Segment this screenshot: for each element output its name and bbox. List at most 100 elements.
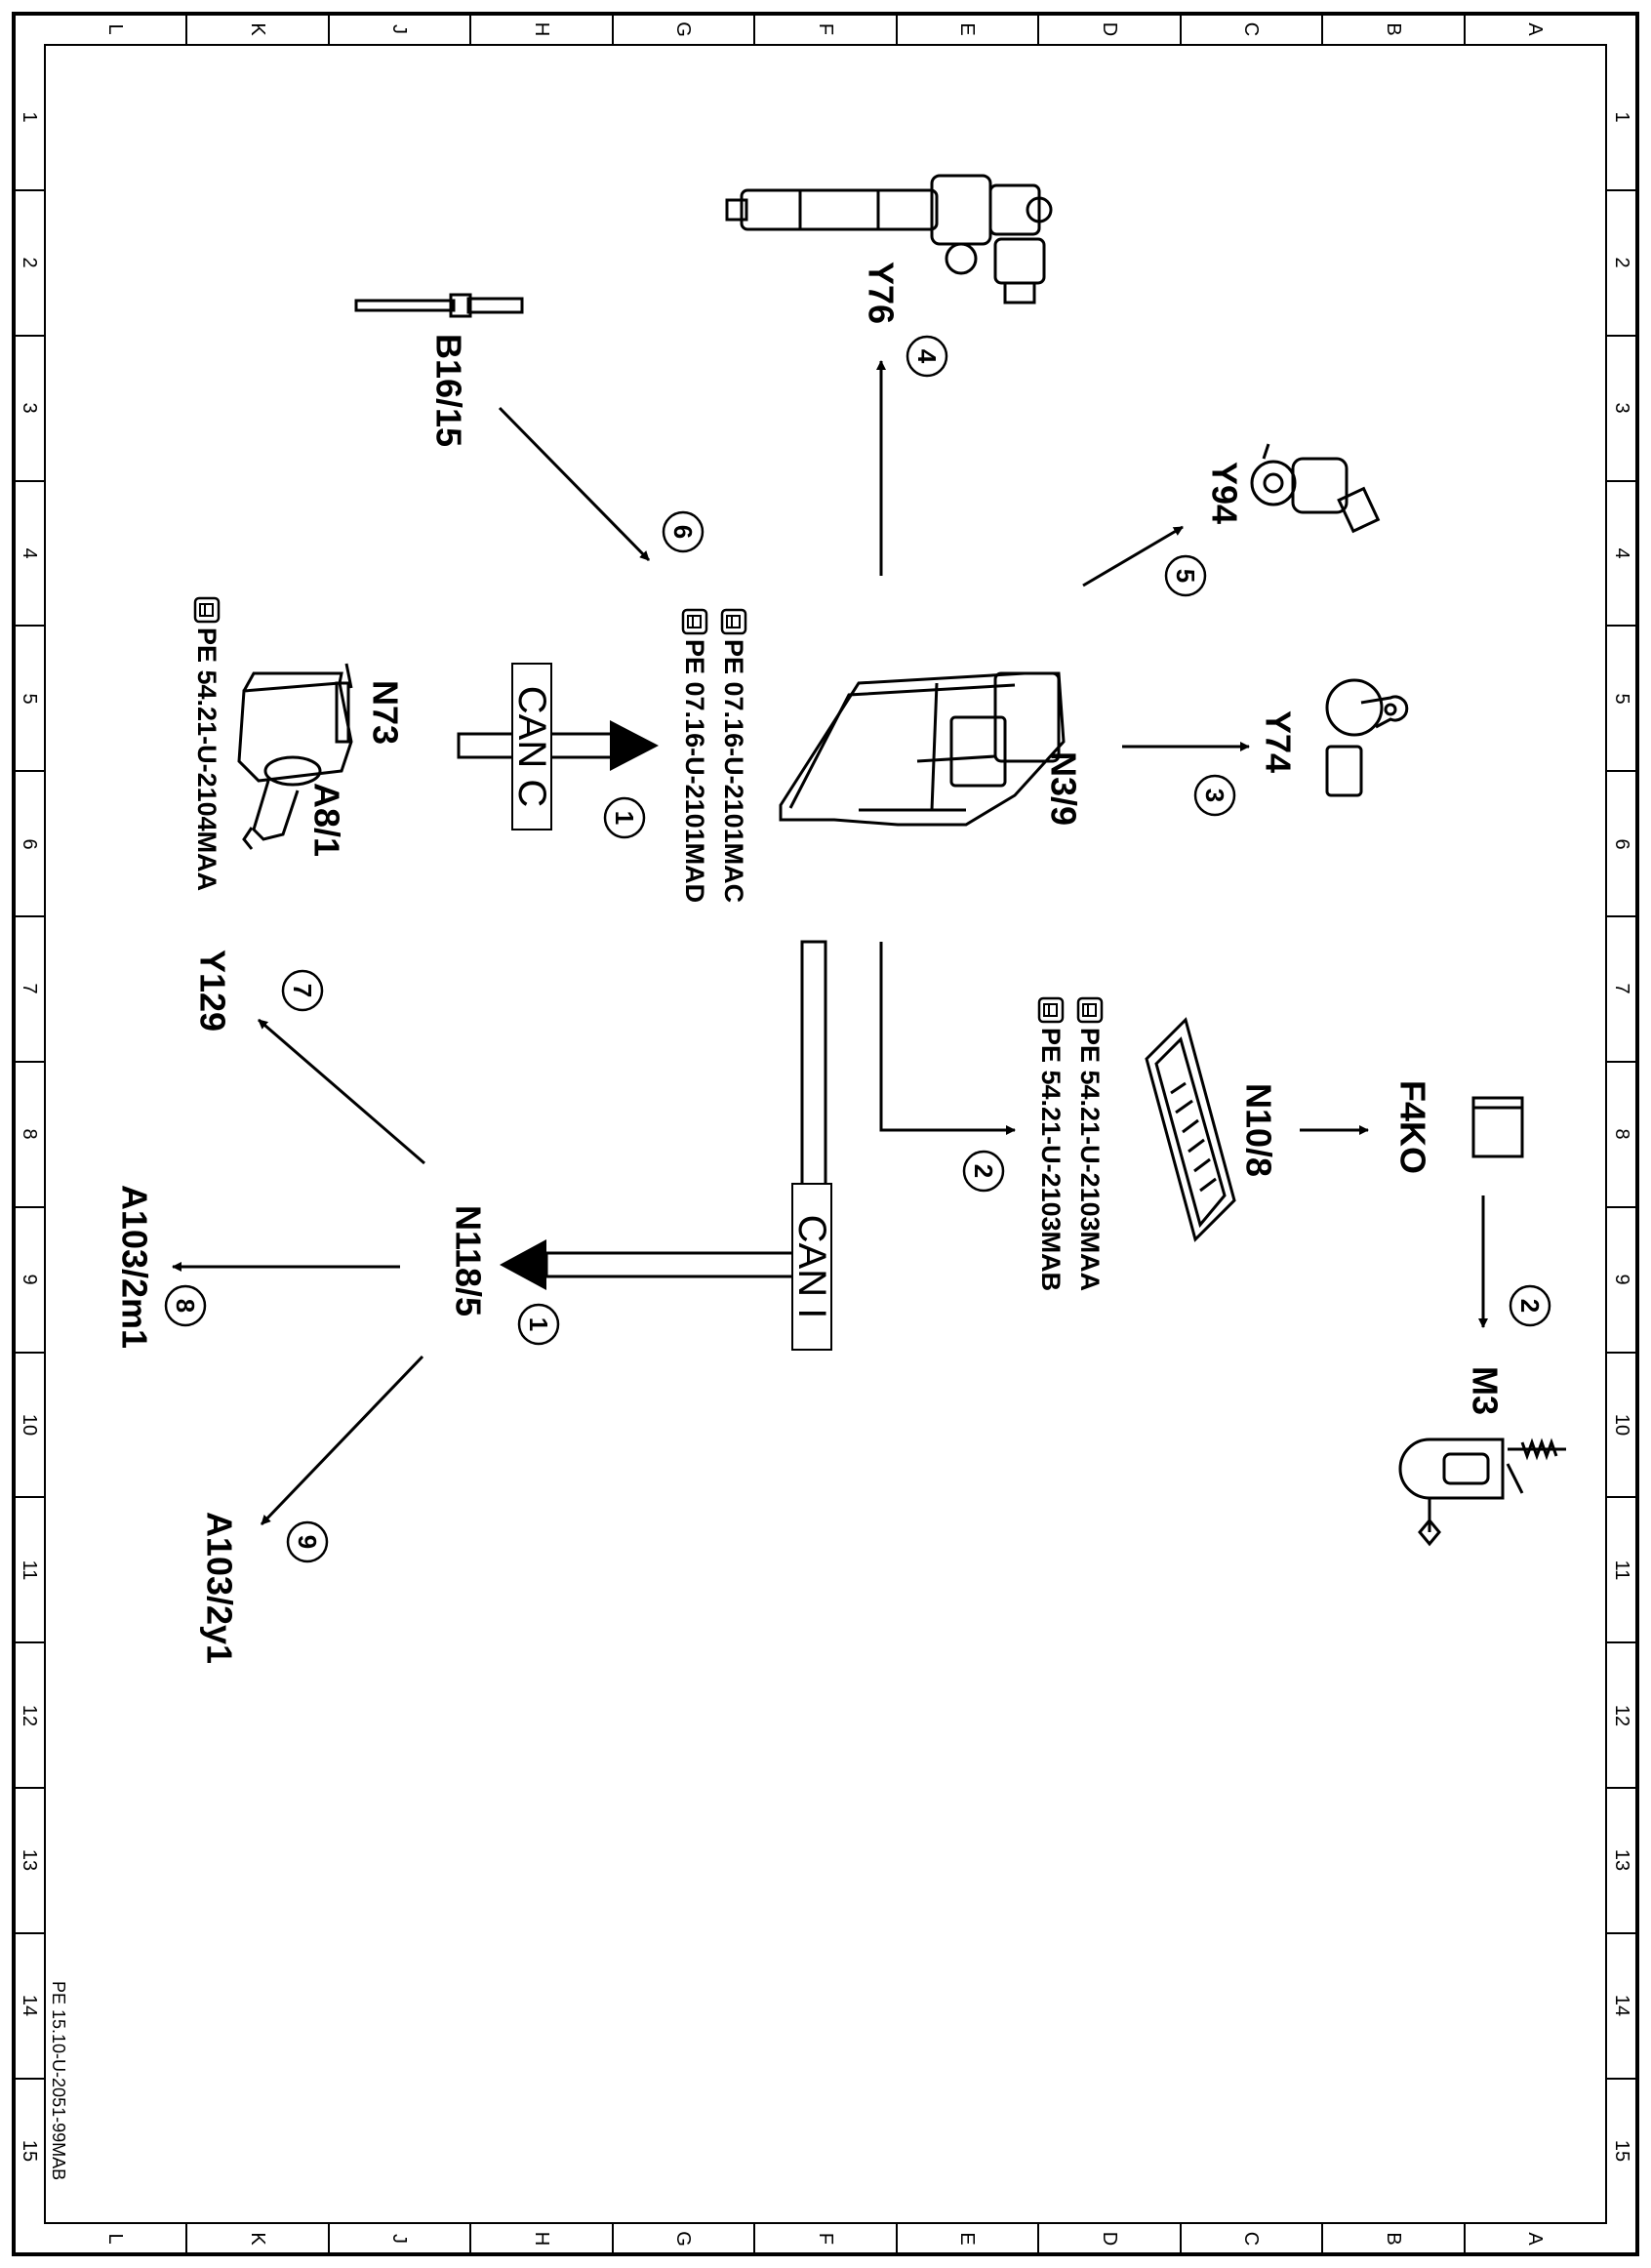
row-label: 4 xyxy=(19,547,40,558)
motor-m3-icon xyxy=(1398,1438,1566,1547)
row-label: 7 xyxy=(1611,983,1632,993)
row-label: 12 xyxy=(19,1705,40,1726)
col-label: H xyxy=(531,2232,552,2246)
col-label: D xyxy=(1099,22,1120,36)
label-n118-5: N118/5 xyxy=(449,1205,489,1316)
row-label: 11 xyxy=(1611,1560,1632,1581)
row-label: 3 xyxy=(19,402,40,413)
col-label: K xyxy=(247,2232,268,2246)
arrow-to-y94 xyxy=(1082,525,1184,587)
row-label: 14 xyxy=(19,1995,40,2016)
label-n3-9: N3/9 xyxy=(1044,751,1084,826)
row-labels-right: 1 2 3 4 5 6 7 8 9 10 11 12 13 14 15 xyxy=(1611,111,1632,2162)
col-label: G xyxy=(672,21,694,37)
label-a103-2m1: A103/2m1 xyxy=(115,1185,155,1349)
reference-text[interactable]: PE 54.21-U-2103MAA xyxy=(1075,1028,1105,1291)
col-label: B xyxy=(1383,2232,1404,2245)
injector-icon xyxy=(725,174,1053,304)
control-unit-n3-9-icon xyxy=(779,671,1066,827)
row-label: 7 xyxy=(19,983,40,993)
arrow-from-b16-15 xyxy=(498,406,651,562)
col-label: H xyxy=(531,22,552,36)
fuse-f4k0-icon xyxy=(1471,1096,1524,1158)
row-label: 13 xyxy=(19,1849,40,1871)
sensor-b16-15-icon xyxy=(354,293,524,318)
reference-text[interactable]: PE 07.16-U-2101MAC xyxy=(719,639,748,903)
label-y94: Y94 xyxy=(1205,462,1245,524)
pointing-hand-icon xyxy=(1037,996,1065,1024)
step-marker: 1 xyxy=(610,811,639,825)
col-label: F xyxy=(815,23,836,35)
col-label: G xyxy=(672,2231,694,2247)
component-labels: Y76 B16/15 Y94 Y74 N3/9 N73 A8/1 Y129 N1… xyxy=(115,262,1506,1664)
col-label: B xyxy=(1383,22,1404,35)
row-label: 5 xyxy=(1611,693,1632,704)
can-i-label: CAN I xyxy=(790,1215,833,1319)
row-label: 6 xyxy=(19,838,40,849)
reference-text[interactable]: PE 54.21-U-2103MAB xyxy=(1036,1028,1066,1291)
pointing-hand-icon xyxy=(193,596,221,624)
reference-n10-8-1[interactable]: PE 54.21-U-2103MAA xyxy=(1075,996,1105,1291)
step-marker: 2 xyxy=(1515,1299,1545,1313)
col-label: A xyxy=(1524,22,1546,36)
footer-doc-ref: PE 15.10-U-2051-99MAB xyxy=(49,1981,68,2180)
row-label: 8 xyxy=(19,1128,40,1139)
reference-n3-9-1[interactable]: PE 07.16-U-2101MAC xyxy=(719,608,748,903)
pointing-hand-icon xyxy=(681,608,708,635)
arrow-to-a103-2y1 xyxy=(260,1355,424,1526)
step-marker: 7 xyxy=(288,984,317,997)
step-marker: 9 xyxy=(293,1535,322,1549)
module-n73-icon xyxy=(237,663,353,850)
label-y129: Y129 xyxy=(193,950,233,1032)
row-ticks xyxy=(14,189,1637,2080)
reference-text[interactable]: PE 54.21-U-2104MAA xyxy=(192,628,221,891)
row-label: 4 xyxy=(1611,547,1632,558)
label-b16-15: B16/15 xyxy=(429,334,469,447)
col-label: D xyxy=(1099,2232,1120,2246)
step-marker-numbers: 1 1 2 2 3 4 5 6 7 8 9 xyxy=(171,349,1545,1549)
row-label: 2 xyxy=(1611,257,1632,267)
label-y76: Y76 xyxy=(862,262,902,324)
label-a8-1: A8/1 xyxy=(307,783,347,857)
col-label: F xyxy=(815,2233,836,2245)
row-label: 10 xyxy=(1611,1414,1632,1436)
row-label: 2 xyxy=(19,257,40,267)
reference-n10-8-2[interactable]: PE 54.21-U-2103MAB xyxy=(1036,996,1066,1291)
col-label: L xyxy=(104,2233,126,2244)
col-label: L xyxy=(104,23,126,34)
row-label: 5 xyxy=(19,693,40,704)
row-label: 9 xyxy=(1611,1274,1632,1284)
reference-text[interactable]: PE 07.16-U-2101MAD xyxy=(680,639,709,903)
step-marker: 3 xyxy=(1200,789,1229,802)
row-label: 1 xyxy=(19,111,40,122)
pointing-hand-icon xyxy=(720,608,747,635)
reference-n73[interactable]: PE 54.21-U-2104MAA xyxy=(192,596,221,891)
row-label: 11 xyxy=(19,1560,40,1581)
arrow-to-n10-8 xyxy=(879,942,1016,1135)
col-label: A xyxy=(1524,2232,1546,2246)
step-markers xyxy=(164,335,1551,1563)
column-labels-bottom: L K J H G F E D C B A xyxy=(104,2231,1546,2247)
row-label: 15 xyxy=(19,2140,40,2162)
step-marker: 5 xyxy=(1171,569,1200,583)
col-label: K xyxy=(247,22,268,36)
reference-n3-9-2[interactable]: PE 07.16-U-2101MAD xyxy=(680,608,709,903)
col-label: E xyxy=(956,22,978,35)
valve-y74-icon xyxy=(1325,678,1409,797)
row-label: 10 xyxy=(19,1414,40,1436)
row-label: 13 xyxy=(1611,1849,1632,1871)
row-label: 9 xyxy=(19,1274,40,1284)
col-label: C xyxy=(1240,2232,1262,2246)
col-label: C xyxy=(1240,22,1262,36)
connection-lines xyxy=(172,360,1488,1526)
step-marker: 8 xyxy=(171,1299,200,1313)
row-label: 14 xyxy=(1611,1995,1632,2016)
step-marker: 4 xyxy=(912,349,942,364)
row-labels-left: 1 2 3 4 5 6 7 8 9 10 11 12 13 14 15 xyxy=(19,111,40,2162)
column-ticks xyxy=(185,14,1466,2254)
row-label: 1 xyxy=(1611,111,1632,122)
step-marker: 1 xyxy=(524,1317,553,1331)
label-n73: N73 xyxy=(366,680,406,745)
arrow-to-y129 xyxy=(258,1018,425,1165)
